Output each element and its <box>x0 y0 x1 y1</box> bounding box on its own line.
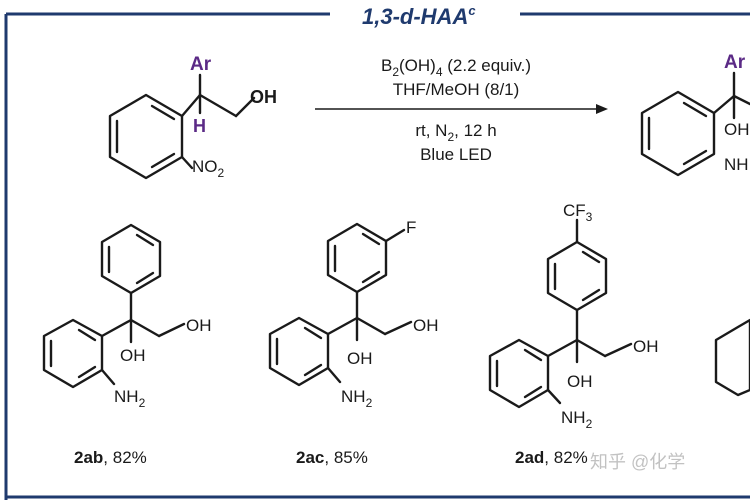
ex3-caption: 2ad, 82% <box>515 448 588 467</box>
ex3-oh-top: OH <box>633 337 659 356</box>
ex3-oh-center: OH <box>567 372 593 391</box>
condition-line-2: THF/MeOH (8/1) <box>393 80 520 99</box>
product-oh-label: OH <box>724 120 750 139</box>
ex3-nh2: NH2 <box>561 408 593 431</box>
section-title: 1,3-d-HAAc <box>362 3 476 29</box>
reaction-arrowhead <box>596 104 608 114</box>
condition-line-3: rt, N2, 12 h <box>415 121 496 144</box>
ex1-oh-center: OH <box>120 346 146 365</box>
product-nh-label: NH <box>724 155 749 174</box>
ex3-cf3: CF3 <box>563 201 593 224</box>
ex1-caption: 2ab, 82% <box>74 448 147 467</box>
example-2ac: F OH OH NH2 2ac, 85% <box>268 218 439 467</box>
ex2-nh2: NH2 <box>341 387 373 410</box>
ex2-oh-top: OH <box>413 316 439 335</box>
example-partial-right <box>714 318 750 397</box>
ex2-oh-center: OH <box>347 349 373 368</box>
reactant-oh-label: OH <box>250 87 277 107</box>
product-structure: Ar OH NH <box>640 52 750 177</box>
ex2-caption: 2ac, 85% <box>296 448 368 467</box>
example-2ad: CF3 OH OH NH2 2ad, 82% <box>488 201 659 467</box>
reaction-conditions: B2(OH)4 (2.2 equiv.) THF/MeOH (8/1) rt, … <box>315 56 608 164</box>
reactant-ar-label: Ar <box>190 54 212 75</box>
ex2-fluoro: F <box>406 218 416 237</box>
scheme-border <box>4 12 750 500</box>
watermark: 知乎 @化学 <box>590 452 685 472</box>
condition-line-4: Blue LED <box>420 145 492 164</box>
example-2ab: OH OH NH2 2ab, 82% <box>42 223 212 467</box>
ex1-oh-top: OH <box>186 316 212 335</box>
reactant-no2-label: NO2 <box>192 157 225 180</box>
reactant-h-label: H <box>193 116 206 136</box>
ex1-nh2: NH2 <box>114 387 146 410</box>
reactant-structure: Ar H OH NO2 <box>108 54 277 180</box>
condition-line-1: B2(OH)4 (2.2 equiv.) <box>381 56 531 79</box>
product-ar-label: Ar <box>724 52 746 73</box>
